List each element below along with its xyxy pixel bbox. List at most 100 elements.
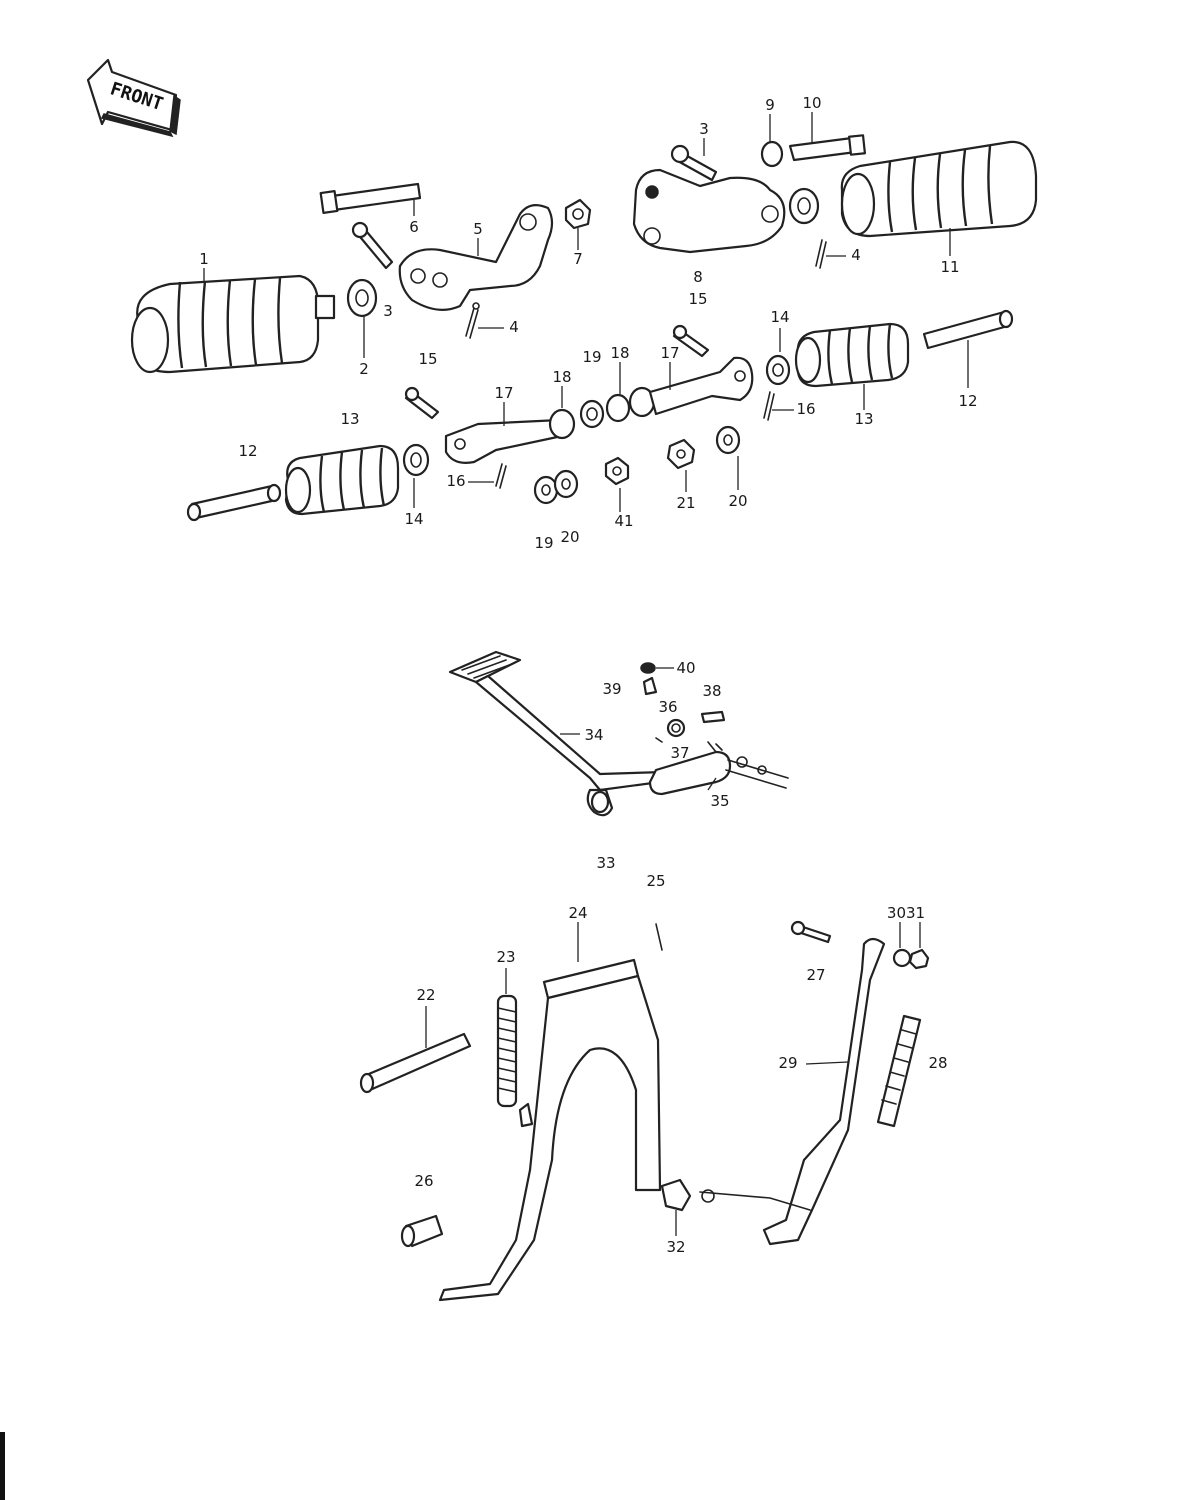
callout-29: 29 — [778, 1054, 797, 1072]
callout-20a: 20 — [560, 528, 579, 546]
callout-24: 24 — [568, 904, 587, 922]
side-stand-bolt — [790, 920, 832, 944]
callout-8: 8 — [693, 268, 703, 286]
callout-17a: 17 — [494, 384, 513, 402]
side-stand — [762, 937, 886, 1246]
callout-38: 38 — [702, 682, 721, 700]
callout-21: 21 — [676, 494, 695, 512]
callout-37: 37 — [670, 744, 689, 762]
peg-bolt-left — [404, 386, 440, 420]
footpeg-rubber-right-rear — [840, 140, 1038, 238]
cotter-pin-lower-right — [763, 391, 775, 421]
callout-23: 23 — [496, 948, 515, 966]
callout-16a: 16 — [446, 472, 465, 490]
callout-labels: 1 2 3 3 4 4 5 6 7 8 9 10 11 12 12 13 13 … — [199, 94, 977, 1256]
brake-pedal-bolt — [700, 710, 726, 753]
callout-41: 41 — [614, 512, 633, 530]
center-stand-spring — [496, 994, 518, 1108]
callout-14a: 14 — [404, 510, 423, 528]
stand-stopper-rubber — [400, 1214, 444, 1248]
callout-2: 2 — [359, 360, 369, 378]
washer-right-upper — [760, 140, 784, 168]
callout-5: 5 — [473, 220, 483, 238]
callout-33: 33 — [596, 854, 615, 872]
callout-28: 28 — [928, 1054, 947, 1072]
brake-pedal-clip — [642, 676, 658, 696]
pivot-pin-right — [922, 309, 1014, 350]
callout-20b: 20 — [728, 492, 747, 510]
nut-upper-left — [564, 198, 592, 230]
bushing-rubber-2 — [579, 399, 605, 429]
callout-18a: 18 — [552, 368, 571, 386]
callout-39: 39 — [602, 680, 621, 698]
side-stand-spring — [876, 1014, 922, 1128]
brake-pedal — [448, 650, 732, 817]
washer-left-rear — [346, 278, 378, 318]
washer-small-19 — [533, 475, 559, 505]
scan-edge-mark — [0, 1432, 5, 1500]
callout-3b: 3 — [699, 120, 709, 138]
callout-26: 26 — [414, 1172, 433, 1190]
bushing-rubber-1 — [548, 408, 576, 440]
bushing-rubber-3 — [605, 393, 631, 423]
callout-15b: 15 — [688, 290, 707, 308]
cotter-pin-left-rear — [465, 302, 480, 339]
cotter-pin-lower-left — [495, 463, 507, 489]
long-bolt-upper-right — [788, 134, 867, 162]
callout-7: 7 — [573, 250, 583, 268]
footrest-bracket-right-rear — [632, 168, 786, 254]
side-stand-nut-washer — [892, 948, 930, 970]
peg-washer-right — [765, 354, 791, 386]
callout-19b: 19 — [534, 534, 553, 552]
cotter-pin-right-rear — [815, 239, 827, 269]
callout-40: 40 — [676, 659, 695, 677]
nut-41 — [604, 456, 630, 486]
peg-washer-left — [402, 443, 430, 477]
washer-small-20-right — [715, 425, 741, 455]
pivot-bolt-right-rear — [670, 144, 718, 182]
footrest-bar-right — [648, 356, 754, 416]
center-stand — [438, 958, 662, 1302]
callout-6: 6 — [409, 218, 419, 236]
callout-14b: 14 — [770, 308, 789, 326]
callout-35: 35 — [710, 792, 729, 810]
callout-12b: 12 — [958, 392, 977, 410]
callout-10: 10 — [802, 94, 821, 112]
callout-1: 1 — [199, 250, 209, 268]
brake-pedal-cap — [640, 662, 656, 674]
washer-right-rear — [788, 187, 820, 225]
callout-22: 22 — [416, 986, 435, 1004]
callout-4a: 4 — [509, 318, 519, 336]
brake-pedal-shaft — [725, 756, 789, 789]
stand-pivot-shaft — [359, 1032, 472, 1094]
callout-34: 34 — [584, 726, 603, 744]
callout-17b: 17 — [660, 344, 679, 362]
callout-18b: 18 — [610, 344, 629, 362]
center-stand-cotter — [655, 923, 663, 951]
footrest-bar-left — [444, 418, 564, 464]
callout-9: 9 — [765, 96, 775, 114]
washer-small-20-left — [553, 469, 579, 499]
callout-25: 25 — [646, 872, 665, 890]
callout-36: 36 — [658, 698, 677, 716]
long-bolt-upper-left — [319, 182, 422, 214]
pivot-bolt-left-rear — [351, 221, 394, 270]
peg-rubber-left — [284, 444, 400, 516]
footpeg-rubber-left-rear — [130, 274, 336, 374]
pivot-pin-left — [186, 483, 282, 522]
callout-15a: 15 — [418, 350, 437, 368]
callout-11: 11 — [940, 258, 959, 276]
peg-rubber-right — [794, 322, 910, 388]
footrest-bracket-left-rear — [398, 203, 554, 311]
brake-pedal-spring — [655, 718, 686, 743]
peg-bolt-right — [672, 324, 710, 358]
front-arrow-badge: FRONT — [86, 58, 181, 138]
callout-3031: 3031 — [887, 904, 925, 922]
callout-27: 27 — [806, 966, 825, 984]
callout-12a: 12 — [238, 442, 257, 460]
callout-13b: 13 — [854, 410, 873, 428]
callout-13a: 13 — [340, 410, 359, 428]
callout-3a: 3 — [383, 302, 393, 320]
callout-4b: 4 — [851, 246, 861, 264]
